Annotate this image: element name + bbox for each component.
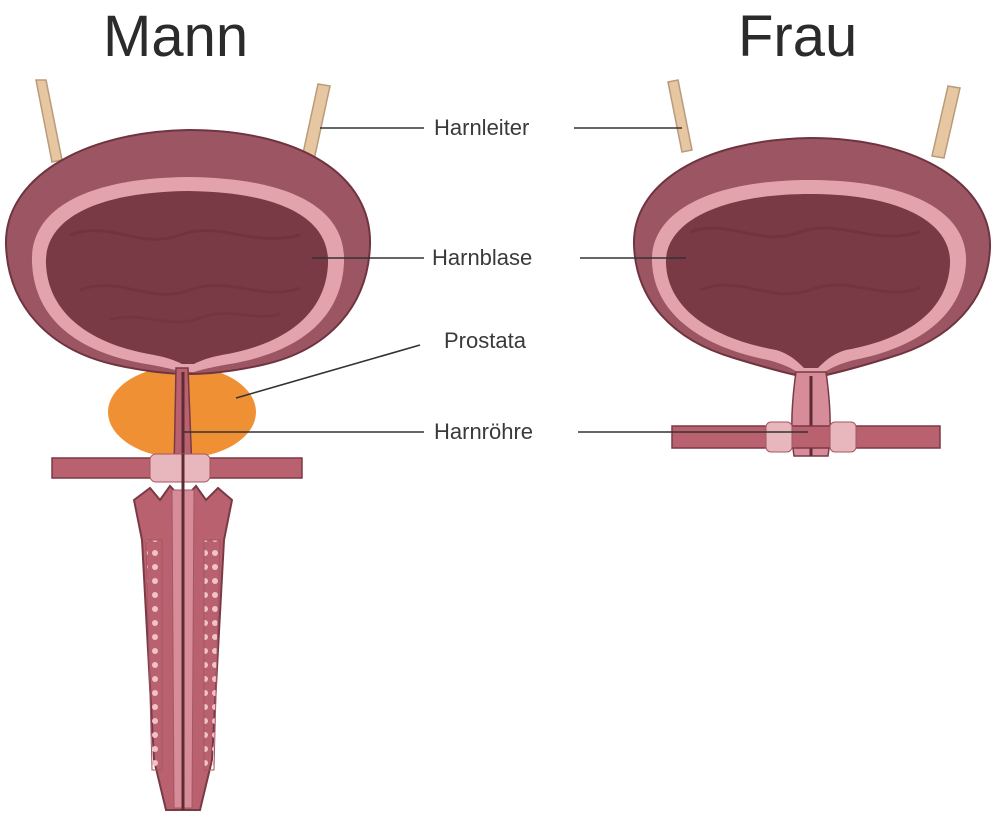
male-pelvic-floor [51,453,303,483]
label-prostate: Prostata [444,328,526,353]
male-bladder [4,128,372,376]
female-bladder [632,136,992,377]
male-ureters [35,79,331,163]
label-urethra: Harnröhre [434,419,534,444]
label-bladder: Harnblase [432,245,533,270]
label-ureter: Harnleiter [434,115,530,140]
female-anatomy [632,79,992,457]
female-pelvic-floor [671,421,941,453]
leader-prostate [235,344,421,399]
male-anatomy [4,79,372,811]
penis [132,482,234,811]
heading-female: Frau [738,4,858,69]
leader-lines [183,127,808,433]
heading-male: Mann [103,4,249,69]
